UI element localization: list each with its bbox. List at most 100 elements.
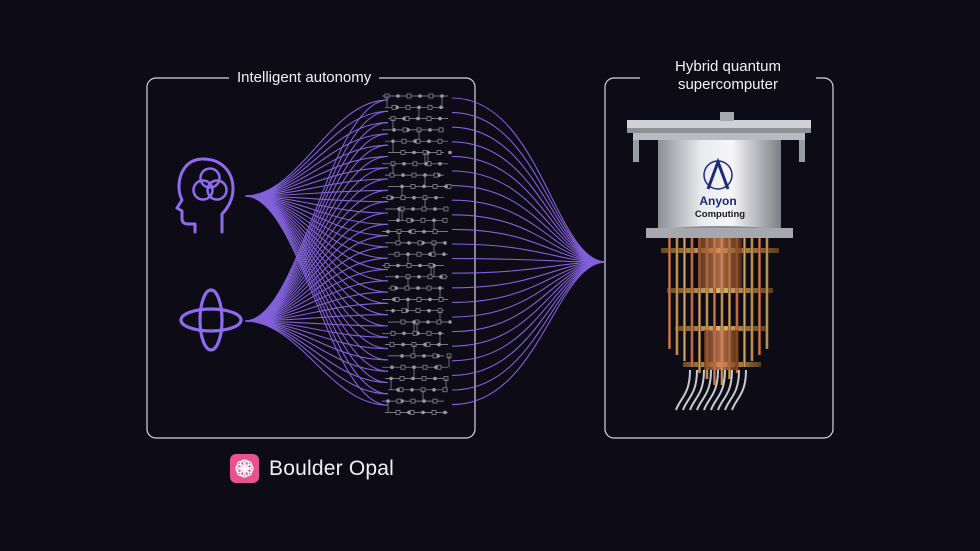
stage-rod [758, 238, 761, 355]
circuit-node [412, 196, 416, 200]
left-panel-title: Intelligent autonomy [229, 69, 379, 87]
circuit-node [416, 117, 420, 121]
circuit-node [411, 207, 415, 211]
circuit-gate [428, 105, 432, 109]
circuit-gate [411, 354, 415, 358]
circuit-node [443, 411, 447, 415]
mixing-chamber [698, 238, 742, 288]
circuit-node [422, 230, 426, 234]
circuit-node [434, 365, 438, 369]
circuit-gate [433, 230, 437, 234]
circuit-node [418, 94, 422, 98]
circuit-gate [396, 410, 400, 414]
circuit-node [422, 399, 426, 403]
circuit-node [396, 264, 400, 268]
circuit-gate [391, 331, 395, 335]
circuit-gate [402, 139, 406, 143]
circuit-gate [438, 139, 442, 143]
circuit-gate [392, 105, 396, 109]
circuit-gate [422, 207, 426, 211]
circuit-node [442, 252, 446, 256]
circuit-node [402, 162, 406, 166]
circuit-gate [418, 241, 422, 245]
circuit-gate [396, 241, 400, 245]
circuit-node [412, 151, 416, 155]
circuit-node [391, 309, 395, 313]
circuit-gate [437, 320, 441, 324]
stage-rod [691, 238, 694, 367]
fan-line [245, 157, 388, 197]
circuit-gate [401, 151, 405, 155]
circuit-node [448, 320, 452, 324]
circuit-gate [443, 388, 447, 392]
circuit-node [444, 185, 448, 189]
circuit-gate [407, 218, 411, 222]
circuit-node [434, 196, 438, 200]
quantum-circuit-grid [382, 94, 452, 414]
circuit-gate [401, 196, 405, 200]
circuit-gate [395, 252, 399, 256]
circuit-node [396, 219, 400, 223]
circuit-node [416, 286, 420, 290]
circuit-gate [391, 286, 395, 290]
dilution-refrigerator-image: Anyon Computing [627, 112, 811, 410]
circuit-gate [428, 275, 432, 279]
circuit-gate [403, 128, 407, 132]
circuit-gate [437, 151, 441, 155]
circuit-gate [390, 173, 394, 177]
circuit-gate [423, 365, 427, 369]
circuit-gate [411, 399, 415, 403]
stage-rod [743, 238, 746, 367]
circuit-node [407, 241, 411, 245]
circuit-node [439, 106, 443, 110]
stage-rod [683, 238, 686, 361]
circuit-gate [407, 264, 411, 268]
product-brand: Boulder Opal [230, 454, 394, 483]
circuit-node [396, 388, 400, 392]
fan-lines-left [245, 100, 388, 405]
circuit-gate [406, 105, 410, 109]
circuit-gate [405, 286, 409, 290]
circuit-gate [443, 218, 447, 222]
circuit-gate [400, 377, 404, 381]
circuit-gate [427, 286, 431, 290]
circuit-gate [413, 331, 417, 335]
circuit-gate [402, 309, 406, 313]
circuit-node [428, 128, 432, 132]
circuit-gate [417, 252, 421, 256]
stage-plate [667, 288, 773, 293]
circuit-gate [433, 184, 437, 188]
circuit-gate [421, 218, 425, 222]
circuit-node [392, 298, 396, 302]
circuit-node [410, 388, 414, 392]
circuit-gate [416, 309, 420, 313]
circuit-gate [417, 297, 421, 301]
circuit-gate [439, 128, 443, 132]
circuit-gate [390, 343, 394, 347]
stage-rod [676, 238, 679, 355]
circuit-node [386, 230, 390, 234]
circuit-node [417, 275, 421, 279]
circuit-node [395, 275, 399, 279]
circuit-node [428, 298, 432, 302]
circuit-gate [427, 117, 431, 121]
coax-cable [676, 370, 690, 410]
circuit-node [428, 252, 432, 256]
circuit-gate [401, 365, 405, 369]
circuit-gate [413, 162, 417, 166]
circuit-gate [434, 173, 438, 177]
circuit-node [422, 185, 426, 189]
right-panel-title-line2: supercomputer [648, 76, 808, 94]
circuit-node [432, 388, 436, 392]
fan-line [245, 321, 388, 360]
circuit-gate [407, 94, 411, 98]
circuit-node [407, 411, 411, 415]
circuit-node [408, 230, 412, 234]
circuit-node [426, 320, 430, 324]
stage-rod [751, 238, 754, 361]
circuit-node [413, 139, 417, 143]
product-name: Boulder Opal [269, 457, 394, 481]
circuit-gate [412, 173, 416, 177]
circuit-gate [433, 399, 437, 403]
